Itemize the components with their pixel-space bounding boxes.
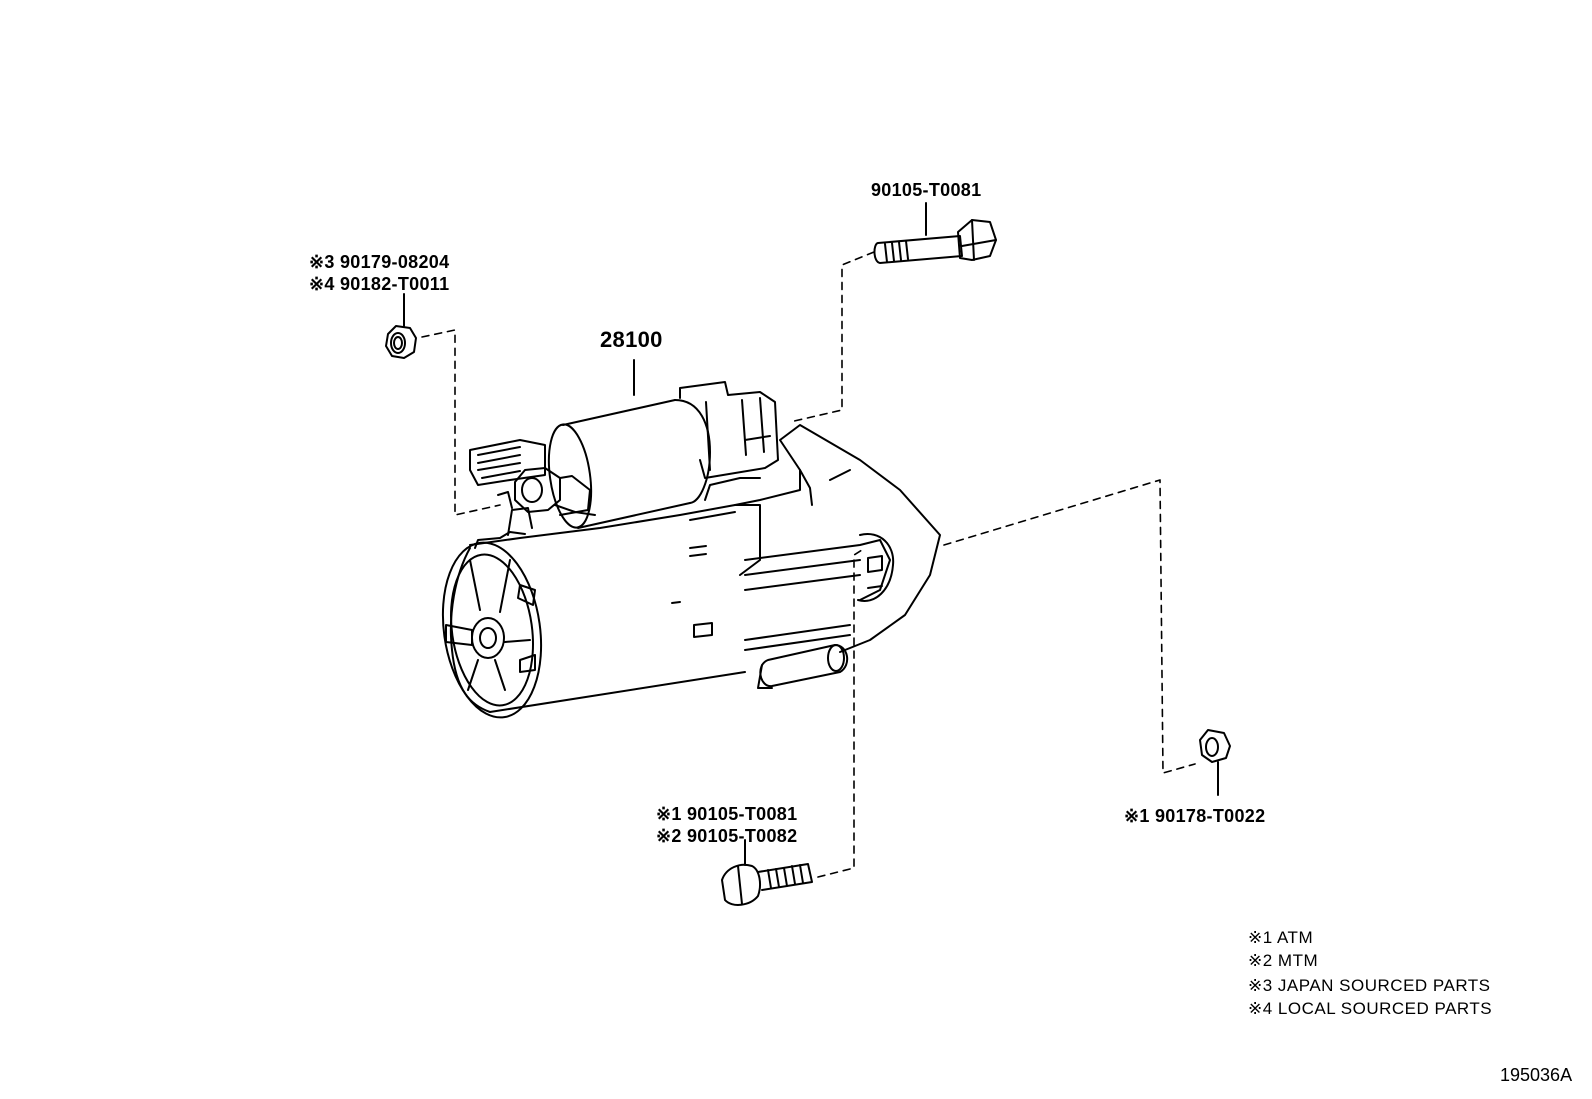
bolt-bottom-part-number-1[interactable]: ※1 90105-T0081: [656, 804, 798, 824]
bolt-bottom-part-number-2[interactable]: ※2 90105-T0082: [656, 826, 798, 846]
starter-part-number[interactable]: 28100: [600, 327, 663, 352]
legend-item-2: ※2 MTM: [1248, 951, 1319, 970]
diagram-reference-id: 195036A: [1500, 1065, 1573, 1085]
bolt-bottom-illustration: [721, 839, 813, 906]
nut-right-illustration: [1199, 729, 1231, 796]
starter-motor-illustration: [441, 381, 941, 719]
bolt-top-illustration: [873, 202, 997, 264]
installation-dashed-lines: [421, 251, 1196, 878]
nut-left-part-number-1[interactable]: ※3 90179-08204: [309, 252, 450, 272]
legend-item-3: ※3 JAPAN SOURCED PARTS: [1248, 976, 1491, 995]
bolt-top-part-number[interactable]: 90105-T0081: [871, 180, 982, 200]
nut-left-part-number-2[interactable]: ※4 90182-T0011: [309, 274, 450, 294]
legend-item-1: ※1 ATM: [1248, 928, 1314, 947]
nut-right-part-number[interactable]: ※1 90178-T0022: [1124, 806, 1266, 826]
nut-left-illustration: [385, 293, 417, 359]
legend-item-4: ※4 LOCAL SOURCED PARTS: [1248, 999, 1493, 1018]
